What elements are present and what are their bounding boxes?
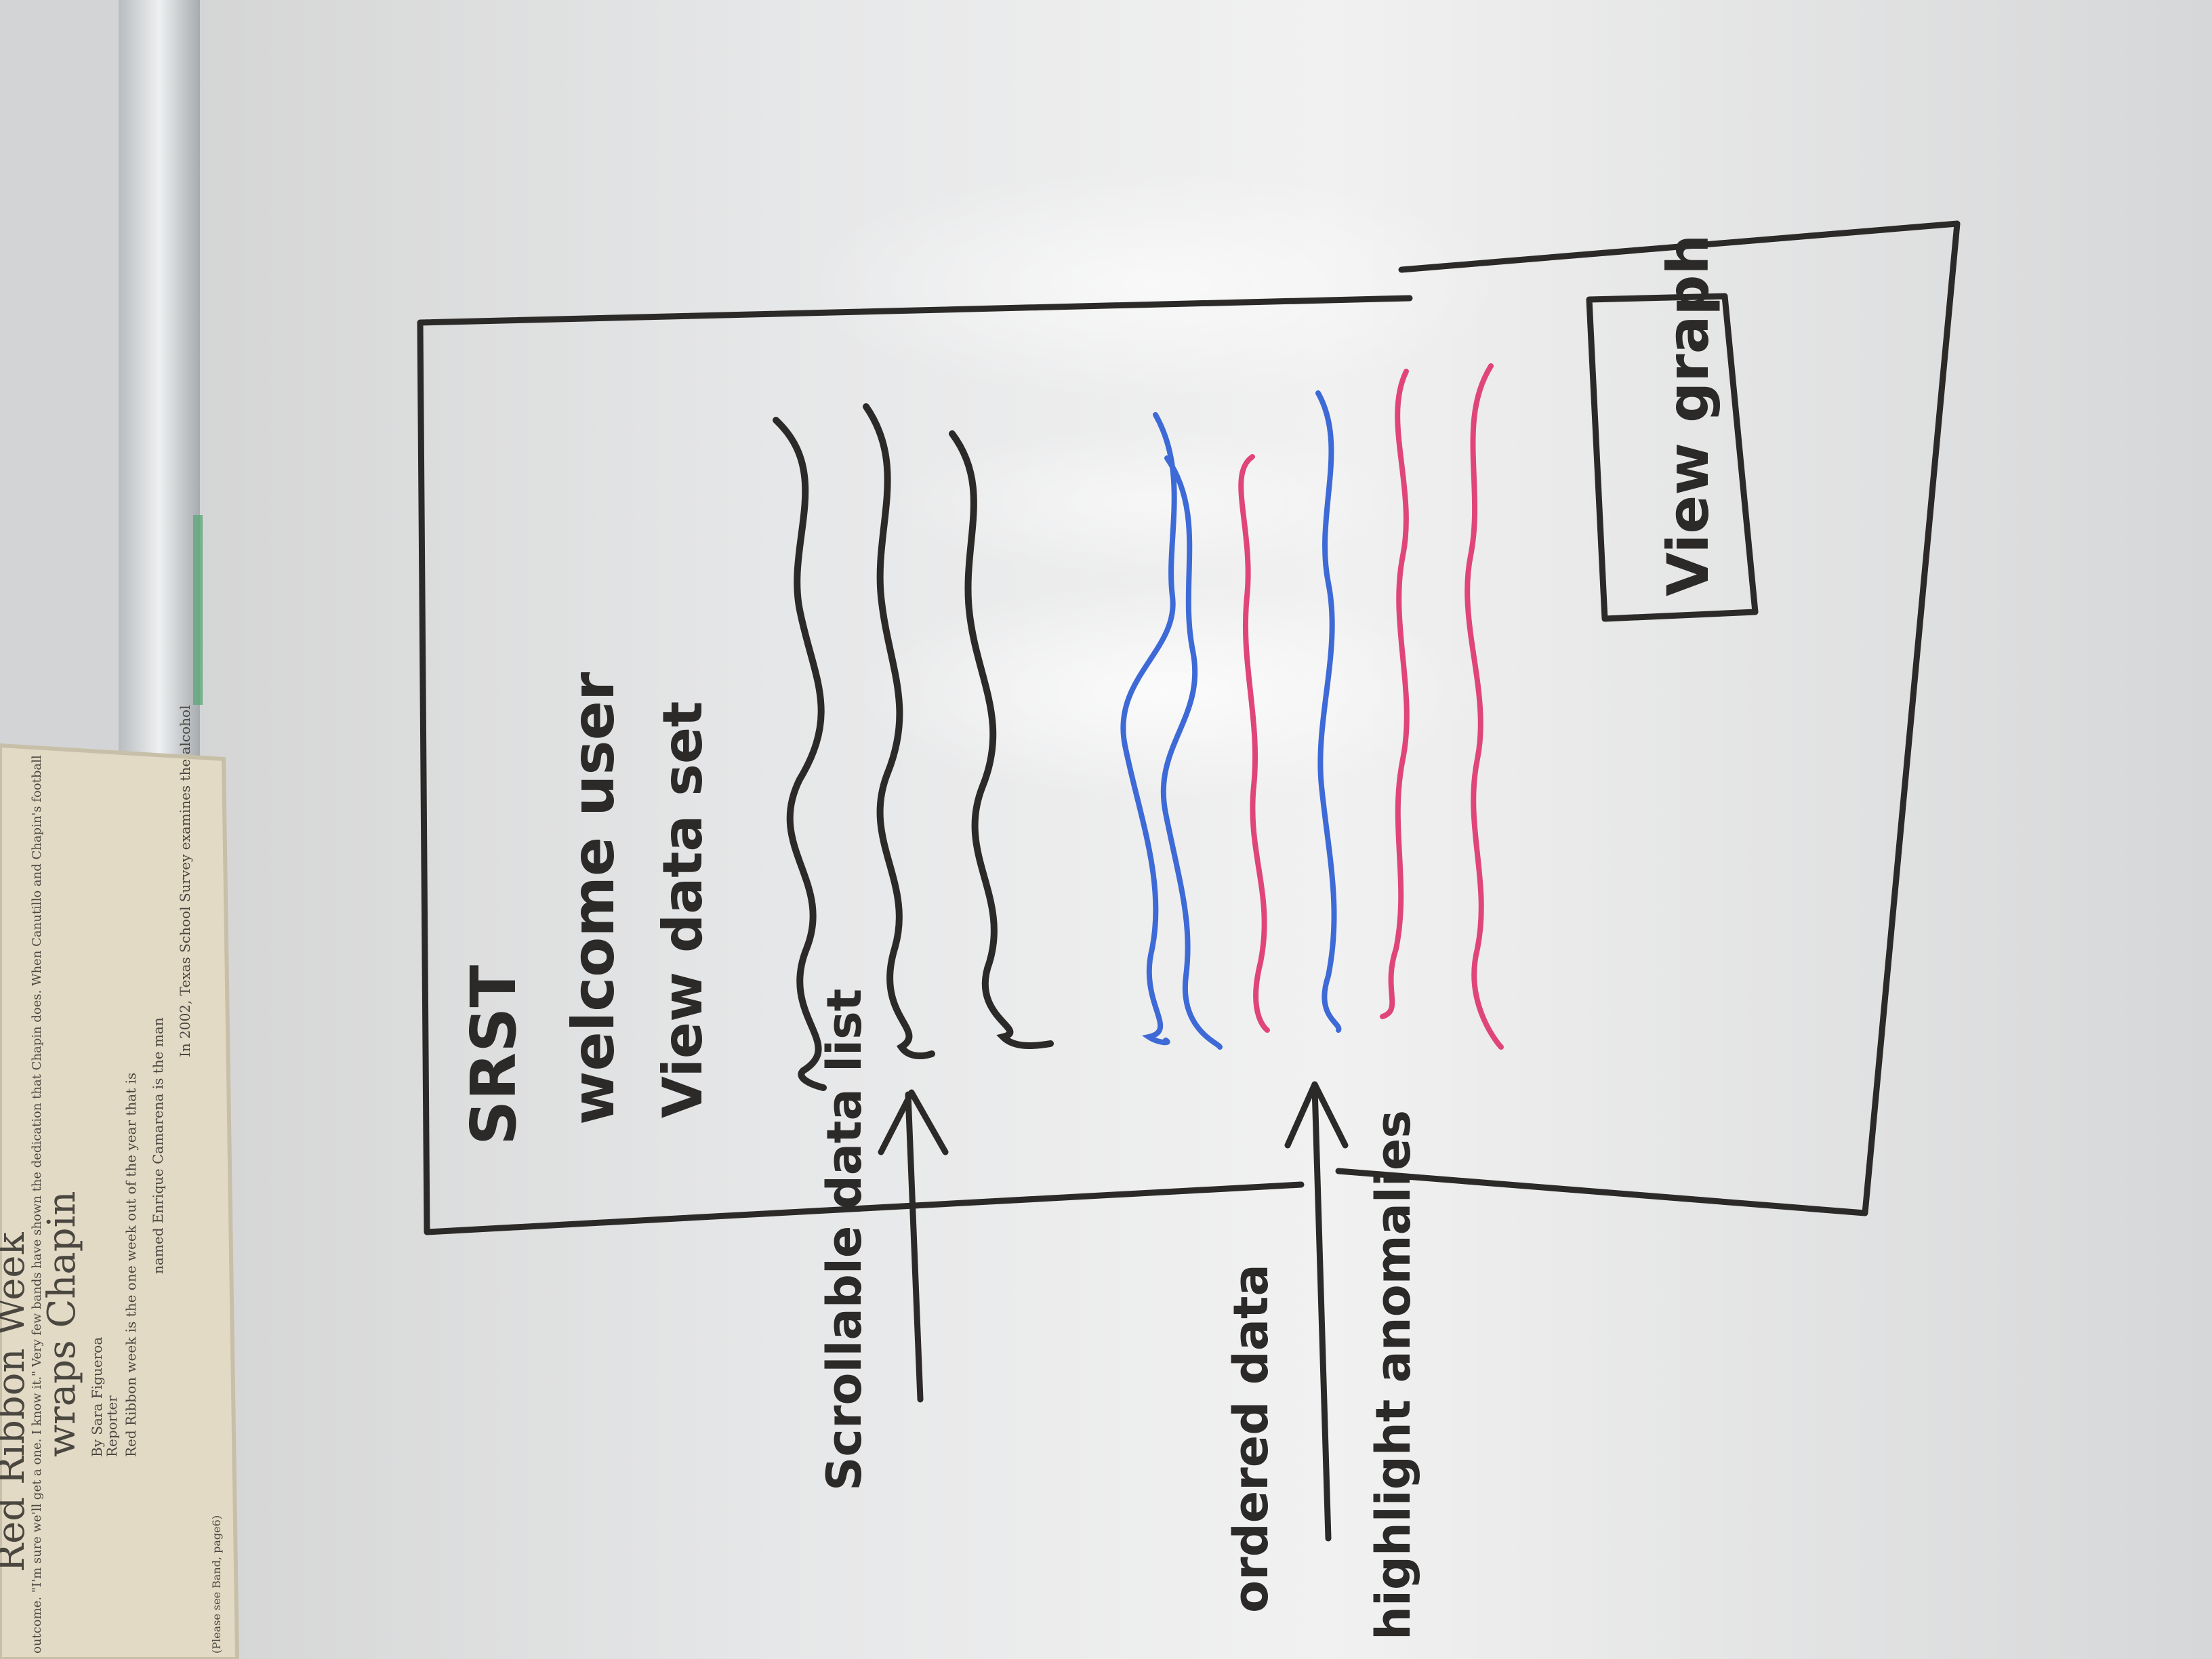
- newspaper-caption: (Please see Band, page6): [210, 1515, 223, 1654]
- annotation-left: Scrollable data list: [817, 989, 872, 1491]
- arrowhead-left: [878, 1089, 949, 1155]
- newspaper-body-col1: outcome. "I'm sure we'll get a one. I kn…: [30, 755, 44, 1654]
- sketch-page-outline-right: [1335, 220, 1961, 1216]
- annotation-middle: ordered data: [1223, 1264, 1279, 1613]
- frame-marker-tray: [193, 515, 203, 705]
- sketch-welcome-text: welcome user: [560, 672, 628, 1125]
- annotation-right: highlight anomalies: [1366, 1110, 1421, 1640]
- arrow-right: [1311, 1084, 1332, 1542]
- sketch-view-data-text: View data set: [651, 701, 714, 1118]
- view-graph-button-outline: [1586, 293, 1759, 622]
- data-lines-blue: [1120, 390, 1342, 1050]
- sketch-page-outline-left: [417, 295, 1413, 1235]
- annotation-arrows: [878, 1081, 1349, 1542]
- newspaper-headline-1: Red Ribbon Week: [0, 1231, 33, 1572]
- data-lines-red: [1238, 363, 1504, 1050]
- light-reflection: [888, 427, 1403, 576]
- arrowhead-right: [1284, 1081, 1349, 1149]
- sketch-title: SRST: [457, 965, 530, 1145]
- newspaper-body-col3: named Enrique Camarena is the man: [150, 1017, 166, 1274]
- view-graph-button-label[interactable]: View graph: [1655, 234, 1721, 596]
- newspaper-headline-2: wraps Chapin: [40, 1191, 84, 1457]
- arrow-left: [905, 1091, 924, 1403]
- data-lines-black: [773, 403, 1054, 1091]
- newspaper-byline-role: Reporter: [104, 1395, 120, 1457]
- newspaper-clipping: Red Ribbon Week wraps Chapin By Sara Fig…: [0, 705, 240, 1659]
- newspaper-byline: By Sara Figueroa: [89, 1337, 105, 1457]
- newspaper-body-col2: Red Ribbon week is the one week out of t…: [123, 1073, 139, 1457]
- light-reflection: [800, 169, 1504, 400]
- newspaper-body-col4: In 2002, Texas School Survey examines th…: [177, 705, 193, 1057]
